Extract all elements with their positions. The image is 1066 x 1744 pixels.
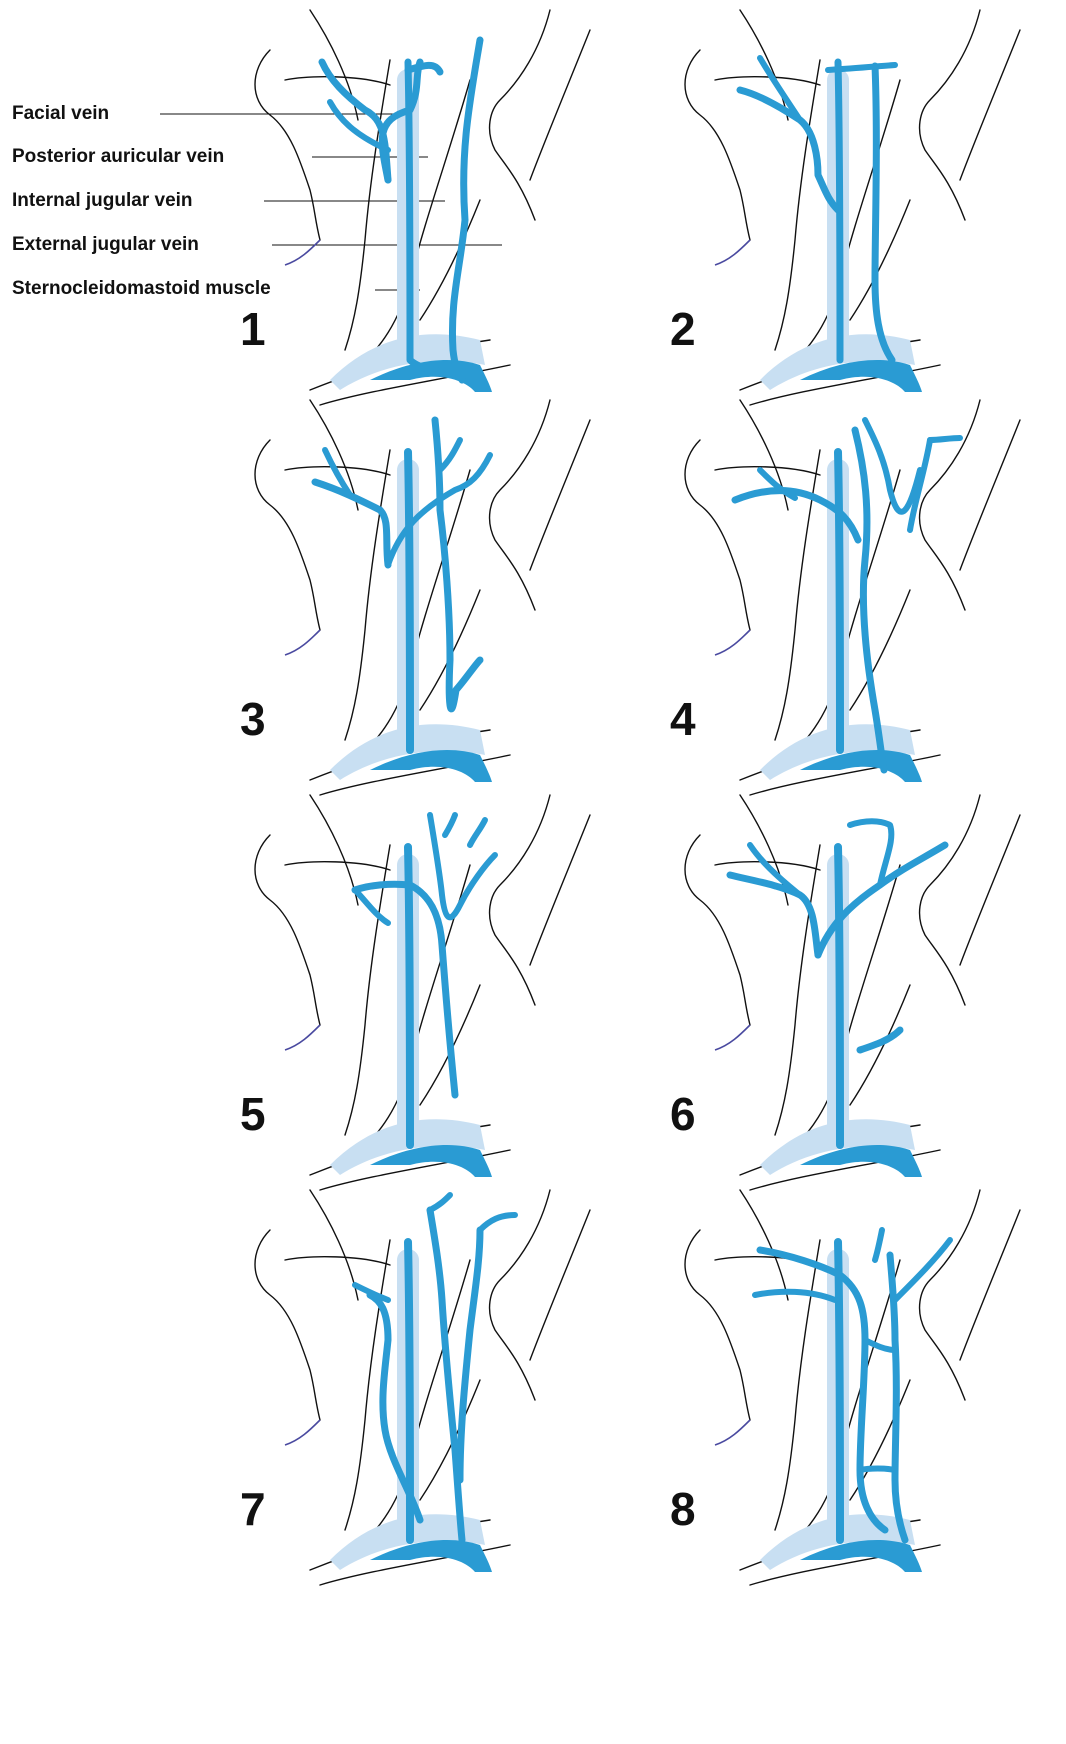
panel-2: 2 [670,10,1020,405]
sternocleidomastoid-anterior [775,60,820,350]
back-of-neck-outline [530,420,590,570]
ear-jaw-outline [685,1230,750,1420]
ear-jaw-outline [255,1230,320,1420]
ear-jaw-outline [685,835,750,1025]
back-of-neck-outline [960,30,1020,180]
chin-mark [285,240,320,265]
back-of-neck-outline [960,815,1020,965]
neck-front-outline [310,1190,358,1300]
vein-5 [865,1340,895,1350]
ear-jaw-outline [255,50,320,240]
vein-2 [322,62,388,180]
vein-5 [440,440,460,470]
back-of-neck-outline [960,1210,1020,1360]
posterior-neck-outline [920,400,980,610]
vein-1 [838,1242,840,1540]
jaw-line [285,862,390,870]
vein-4 [430,815,495,917]
chin-mark [715,630,750,655]
vein-7 [930,438,960,440]
panel-5: 5 [240,795,590,1190]
chin-mark [715,1420,750,1445]
posterior-neck-outline [490,1190,550,1400]
vein-6 [860,1469,895,1471]
vein-1 [408,452,410,750]
chin-mark [285,1420,320,1445]
vein-6 [460,1230,480,1480]
panel-number-label: 2 [670,303,696,355]
posterior-neck-outline [920,1190,980,1400]
vein-5 [850,821,891,885]
leader-lines [160,114,502,290]
vein-1 [838,847,840,1145]
sternocleidomastoid-tendon [850,200,910,320]
panel-grid: 1 2 3 4 5 6 7 8 [240,10,1020,1585]
posterior-neck-outline [920,795,980,1005]
panel-number-label: 7 [240,1483,266,1535]
sternocleidomastoid-tendon [420,200,480,320]
sternocleidomastoid-tendon [850,590,910,710]
vein-1 [408,847,410,1145]
ear-jaw-outline [255,440,320,630]
chin-mark [285,630,320,655]
vein-6 [860,1030,900,1050]
panel-8: 8 [670,1190,1020,1585]
panel-number-label: 6 [670,1088,696,1140]
back-of-neck-outline [530,815,590,965]
ear-jaw-outline [685,440,750,630]
back-of-neck-outline [530,1210,590,1360]
back-of-neck-outline [530,30,590,180]
chin-mark [715,1025,750,1050]
panel-number-label: 1 [240,303,266,355]
ear-jaw-outline [255,835,320,1025]
jaw-line [715,77,820,85]
legend-sternocleidomastoid-muscle: Sternocleidomastoid muscle [12,278,271,299]
legend: Facial vein Posterior auricular vein Int… [12,103,271,299]
panel-3: 3 [240,400,590,795]
posterior-neck-outline [490,10,550,220]
legend-facial-vein: Facial vein [12,103,109,124]
panel-number-label: 4 [670,693,696,745]
sternocleidomastoid-anterior [775,1240,820,1530]
panel-1: 1 [240,10,590,405]
neck-front-outline [740,1190,788,1300]
vein-5 [865,420,920,512]
chin-mark [715,240,750,265]
neck-front-outline [310,795,358,905]
panel-4: 4 [670,400,1020,795]
posterior-neck-outline [490,400,550,610]
posterior-neck-outline [920,10,980,220]
vein-6 [470,820,485,845]
vein-5 [875,66,892,360]
panel-number-label: 8 [670,1483,696,1535]
panel-number-label: 3 [240,693,266,745]
panel-6: 6 [670,795,1020,1190]
vein-5 [445,815,455,835]
vein-3 [755,1292,835,1300]
vein-5 [430,1195,450,1210]
posterior-neck-outline [490,795,550,1005]
legend-posterior-auricular-vein: Posterior auricular vein [12,146,224,167]
chin-mark [285,1025,320,1050]
vein-1 [838,452,840,750]
jaw-line [285,1257,390,1265]
legend-external-jugular-vein: External jugular vein [12,234,199,255]
vein-4 [408,65,440,72]
panel-7: 7 [240,1190,590,1585]
legend-internal-jugular-vein: Internal jugular vein [12,190,193,211]
ear-jaw-outline [685,50,750,240]
back-of-neck-outline [960,420,1020,570]
panel-number-label: 5 [240,1088,266,1140]
vein-3 [355,890,388,923]
vein-7 [480,1215,515,1230]
vein-8 [875,1230,882,1260]
